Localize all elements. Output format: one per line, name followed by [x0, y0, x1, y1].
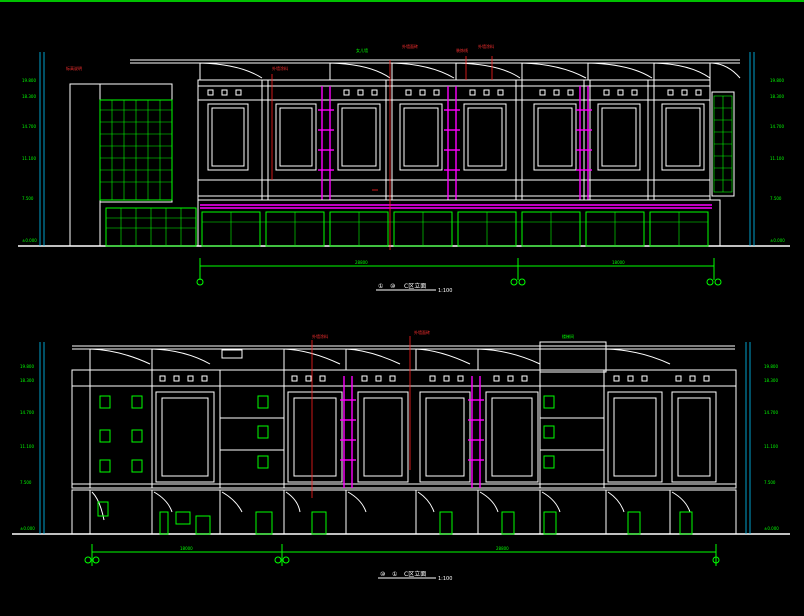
- svg-text:14.700: 14.700: [770, 124, 784, 129]
- svg-text:14.700: 14.700: [22, 124, 36, 129]
- svg-text:外墙涂料: 外墙涂料: [478, 43, 494, 49]
- elevation-top: 标高说明 外墙涂料 外墙面砖 装饰线 外墙涂料 女儿墙 19.800 18.30…: [18, 43, 790, 294]
- svg-text:装饰线: 装饰线: [456, 47, 468, 53]
- svg-text:19.800: 19.800: [770, 78, 784, 83]
- svg-text:19.800: 19.800: [20, 364, 34, 369]
- svg-text:7.500: 7.500: [764, 480, 776, 485]
- svg-text:18000: 18000: [612, 260, 625, 265]
- svg-text:19.800: 19.800: [764, 364, 778, 369]
- svg-text:外墙涂料: 外墙涂料: [312, 333, 328, 339]
- svg-text:±0.000: ±0.000: [764, 526, 779, 531]
- top-bay-panels: [207, 89, 705, 171]
- svg-text:18.300: 18.300: [770, 94, 784, 99]
- svg-text:楼梯间: 楼梯间: [562, 333, 574, 339]
- svg-text:±0.000: ±0.000: [22, 238, 37, 243]
- top-shopfronts: [201, 211, 709, 247]
- svg-text:18.300: 18.300: [764, 378, 778, 383]
- bottom-magenta-columns: [340, 376, 484, 488]
- bottom-bay-panels: [155, 375, 717, 483]
- svg-text:外墙面砖: 外墙面砖: [414, 329, 430, 335]
- svg-text:7.500: 7.500: [22, 196, 34, 201]
- svg-text:18.300: 18.300: [20, 378, 34, 383]
- svg-text:14.700: 14.700: [20, 410, 34, 415]
- svg-text:28800: 28800: [355, 260, 368, 265]
- svg-text:7.500: 7.500: [770, 196, 782, 201]
- svg-text:±0.000: ±0.000: [770, 238, 785, 243]
- svg-text:7.500: 7.500: [20, 480, 32, 485]
- svg-text:11.100: 11.100: [22, 156, 36, 161]
- svg-text:±0.000: ±0.000: [20, 526, 35, 531]
- bottom-ground-doors: [97, 501, 693, 535]
- svg-text:外墙涂料: 外墙涂料: [272, 65, 288, 71]
- svg-text:14.700: 14.700: [764, 410, 778, 415]
- svg-text:19.800: 19.800: [22, 78, 36, 83]
- svg-text:18000: 18000: [180, 546, 193, 551]
- axis-left-label-bottom: ⑩: [380, 571, 385, 578]
- svg-text:外墙面砖: 外墙面砖: [402, 43, 418, 49]
- svg-text:女儿墙: 女儿墙: [356, 47, 368, 53]
- top-magenta-columns: [200, 86, 712, 209]
- elevation-bottom: 外墙涂料 外墙面砖 楼梯间 19.800 18.300 14.700 11.10…: [12, 329, 790, 582]
- svg-text:11.100: 11.100: [764, 444, 778, 449]
- svg-text:标高说明: 标高说明: [66, 65, 82, 71]
- elevation-bottom-title: ⑩ ① C区立面 1:100: [378, 570, 452, 582]
- svg-text:11.100: 11.100: [20, 444, 34, 449]
- elevation-top-title: ① ⑩ C区立面 1:100: [376, 282, 452, 294]
- axis-right-label-bottom: ①: [392, 571, 397, 578]
- elevation-title-bottom: C区立面: [404, 570, 426, 578]
- bottom-left-windows: [99, 395, 143, 473]
- svg-text:28800: 28800: [496, 546, 509, 551]
- svg-text:11.100: 11.100: [770, 156, 784, 161]
- top-border-line: [0, 0, 804, 2]
- svg-text:18.300: 18.300: [22, 94, 36, 99]
- elevation-scale-bottom: 1:100: [438, 576, 452, 582]
- axis-left-label: ①: [378, 283, 383, 290]
- elevation-title: C区立面: [404, 282, 426, 290]
- elevation-scale: 1:100: [438, 288, 452, 294]
- axis-right-label: ⑩: [390, 283, 395, 290]
